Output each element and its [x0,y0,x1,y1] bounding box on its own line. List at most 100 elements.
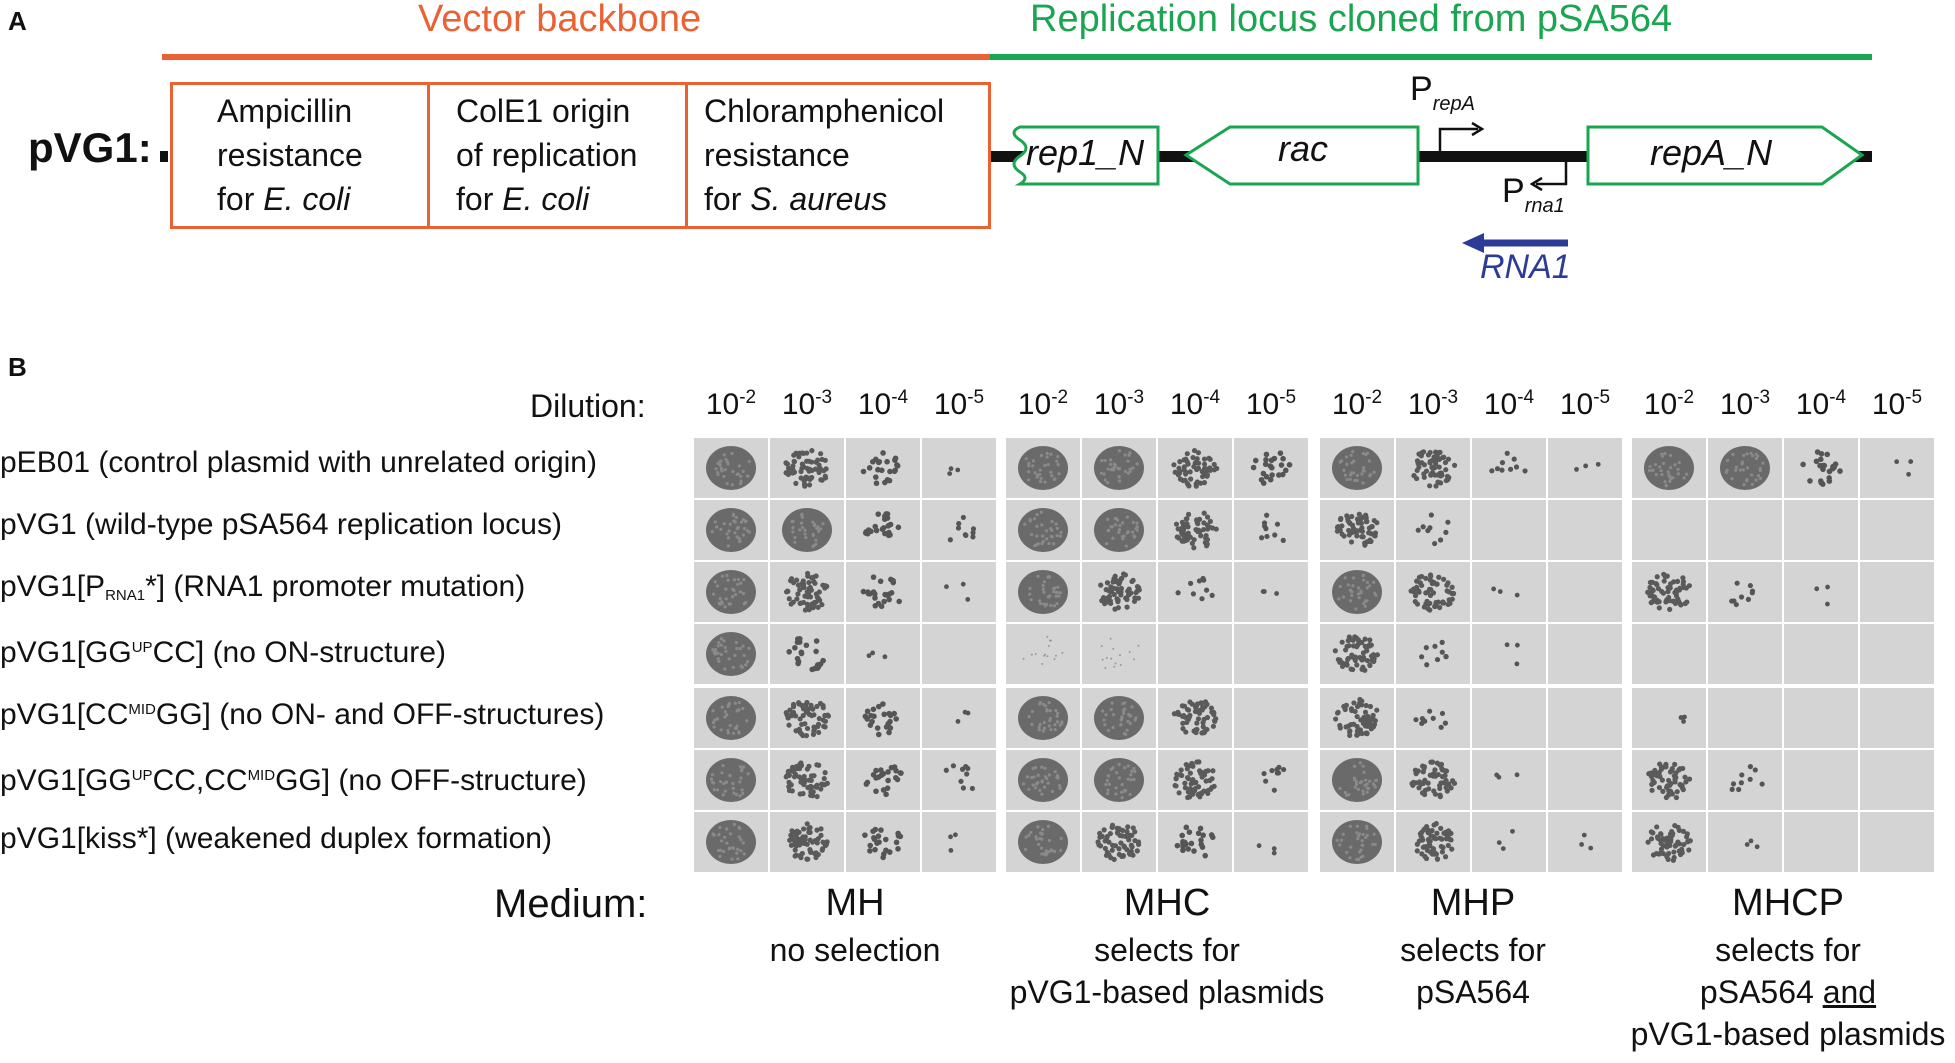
growth-spot [922,812,996,872]
prepa-subscript: repA [1432,93,1475,115]
growth-spot [1548,438,1622,498]
ampicillin-line-2: resistance [217,137,363,173]
growth-spot [770,688,844,748]
row-label-text: pVG1[CC [0,698,129,731]
dilution-header: 10-2 [705,387,757,421]
growth-spot [1860,750,1934,810]
growth-spot [1708,688,1782,748]
growth-spot [1082,624,1156,684]
dilution-header: 10-4 [857,387,909,421]
growth-spot [922,562,996,622]
growth-spot [1632,438,1706,498]
medium-mhcp-name: MHCP [1732,882,1844,924]
rac-gene-label: rac [1278,128,1329,169]
row-label-text: CC] (no ON-structure) [152,636,446,669]
dilution-header: 10-2 [1643,387,1695,421]
growth-spot [1082,438,1156,498]
ampicillin-line-1: Ampicillin [217,93,353,129]
vector-backbone-bar [162,54,990,60]
ampicillin-line-3-text: for [217,181,264,217]
vector-box-chloramphenicol: Chloramphenicol resistance for S. aureus [685,82,991,229]
growth-spot [1082,812,1156,872]
growth-spot [1708,750,1782,810]
medium-mhcp-desc-2-underlined: and [1822,974,1877,1010]
medium-mh: MH no selection [690,882,1020,971]
medium-mhc-desc-1: selects for [1094,932,1240,968]
growth-spot [1548,812,1622,872]
medium-mh-desc: no selection [769,932,941,968]
growth-spot [770,750,844,810]
growth-spot [1320,438,1394,498]
row-label-text: CC,CC [152,764,248,797]
growth-spot [1320,688,1394,748]
growth-spot [1860,500,1934,560]
repa-n-gene-arrow [1586,125,1865,186]
plasmid-label: pVG1: [28,124,152,171]
cole1-line-3-text: for [456,181,503,217]
replication-locus-bar [990,54,1872,60]
growth-spot [1006,500,1080,560]
growth-spot [1632,688,1706,748]
rac-gene-arrow [1183,125,1420,186]
dilution-header: 10-3 [1719,387,1771,421]
growth-spot [1548,624,1622,684]
growth-spot [1006,438,1080,498]
growth-spot [694,438,768,498]
prna1-subscript: rna1 [1524,195,1565,217]
rep1-n-gene-box [1012,125,1160,186]
dilution-header: 10-4 [1795,387,1847,421]
growth-spot [1158,750,1232,810]
growth-spot [1006,688,1080,748]
growth-spot [770,500,844,560]
growth-spot [922,688,996,748]
growth-spot [1784,438,1858,498]
repa-n-gene-label: repA_N [1650,132,1773,173]
growth-spot [1708,812,1782,872]
dilution-header: 10-5 [1871,387,1923,421]
growth-spot [1472,750,1546,810]
growth-spot [1006,812,1080,872]
medium-mhc-desc-2: pVG1-based plasmids [1009,974,1325,1010]
row-label-subscript: RNA1 [105,587,146,604]
growth-spot [694,500,768,560]
medium-mhc: MHC selects for pVG1-based plasmids [1002,882,1332,1013]
growth-spot [1632,562,1706,622]
growth-spot [1082,562,1156,622]
growth-spot [1632,624,1706,684]
growth-spot [1784,562,1858,622]
growth-spot [1860,562,1934,622]
growth-spot [1158,562,1232,622]
growth-spot [1320,750,1394,810]
growth-spot [1320,562,1394,622]
medium-mhp: MHP selects for pSA564 [1318,882,1628,1013]
growth-spot [770,562,844,622]
growth-spot [1472,688,1546,748]
growth-spot [1784,750,1858,810]
growth-spot [1860,438,1934,498]
growth-spot [1234,750,1308,810]
plasmid-backbone-line [160,151,168,162]
row-label-superscript: UP [131,639,153,656]
row-label-superscript: UP [131,767,153,784]
row-label-superscript: MID [247,767,276,784]
growth-spot [1396,562,1470,622]
row-label-pVG1-prna1: pVG1[PRNA1*] (RNA1 promoter mutation) [0,570,525,604]
growth-spot [1234,812,1308,872]
ampicillin-line-3: for E. coli [217,177,427,221]
row-label-text: pVG1[GG [0,636,132,669]
growth-spot [1632,750,1706,810]
growth-spot [1548,500,1622,560]
growth-spot [1234,500,1308,560]
growth-spot [1784,688,1858,748]
growth-spot [846,562,920,622]
growth-spot [1784,812,1858,872]
panel-a-letter: A [8,6,27,36]
cole1-line-1: ColE1 origin [456,93,631,129]
growth-spot [770,624,844,684]
rna1-label: RNA1 [1480,248,1571,286]
growth-spot [1860,688,1934,748]
growth-spot [1784,624,1858,684]
row-label-pVG1-kiss: pVG1[kiss*] (weakened duplex formation) [0,822,552,855]
growth-spot [1472,438,1546,498]
medium-mhp-name: MHP [1430,882,1516,924]
